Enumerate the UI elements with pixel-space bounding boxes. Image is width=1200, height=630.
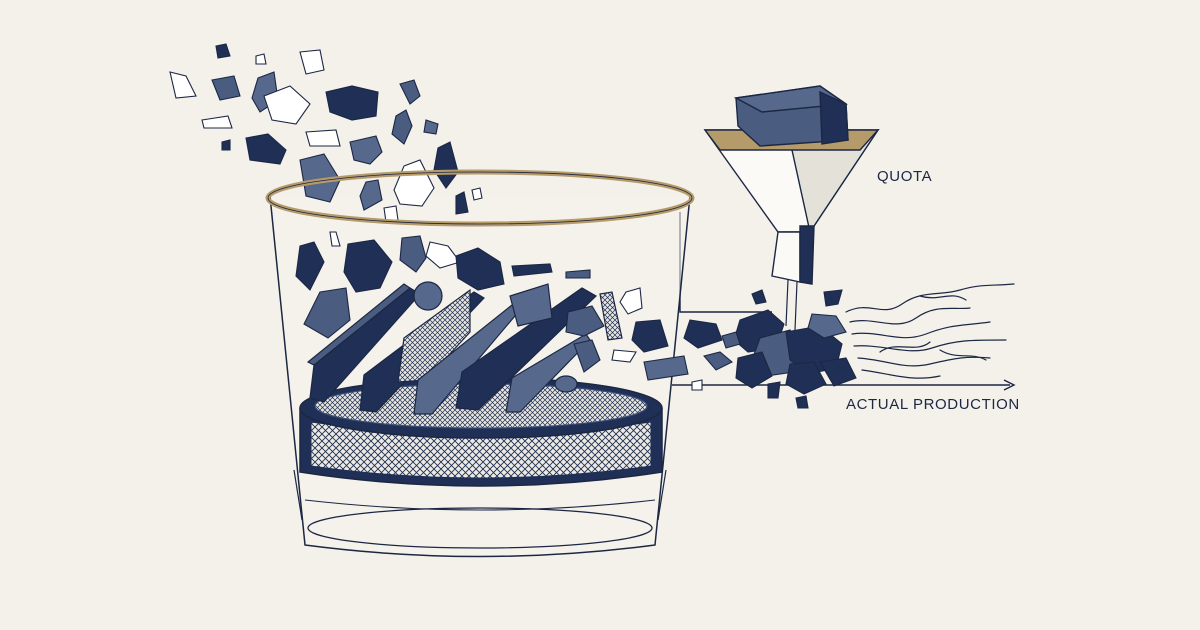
scribble-stream: [845, 283, 1015, 379]
quota-funnel: [703, 128, 880, 331]
flow-arrow: [1003, 379, 1016, 391]
bin-rim: [265, 169, 695, 227]
crushed-debris: [721, 289, 857, 409]
angled-blades: [306, 281, 623, 415]
actual-production-label: ACTUAL PRODUCTION: [846, 396, 1020, 413]
mesh-sieve: [299, 377, 663, 487]
falling-fragments: [169, 43, 733, 391]
quota-label: QUOTA: [877, 168, 933, 185]
quota-block: [733, 85, 849, 147]
